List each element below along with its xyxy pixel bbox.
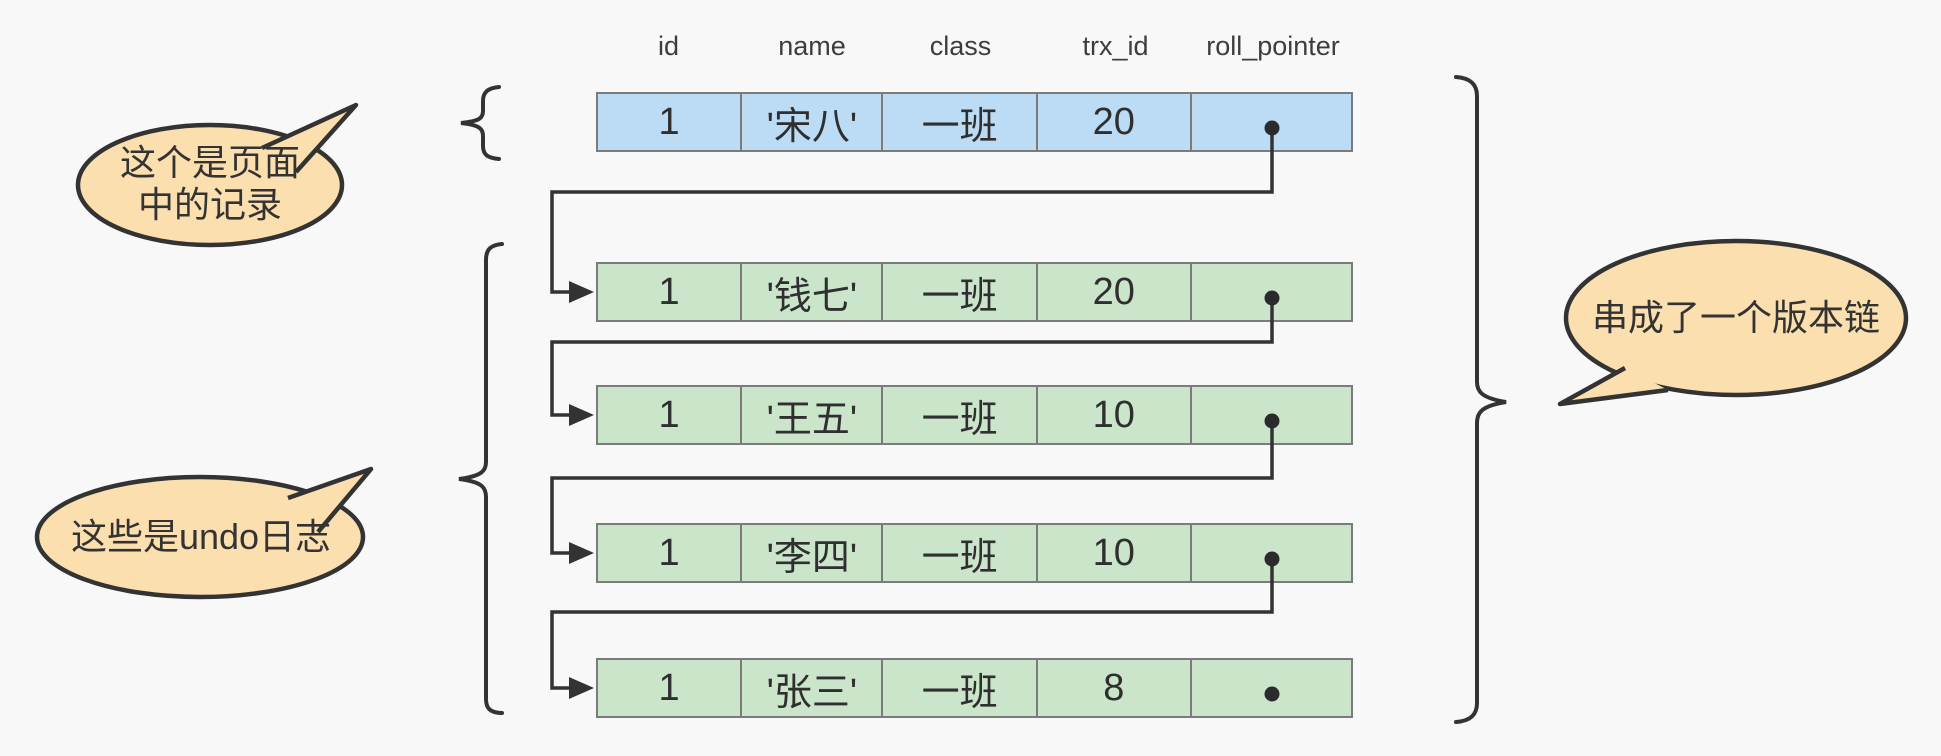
undo-logs-brace — [458, 242, 504, 715]
cell-roll-pointer — [1192, 387, 1351, 443]
cell-trx-id: 10 — [1038, 525, 1192, 581]
column-header-roll-pointer: roll_pointer — [1206, 31, 1340, 61]
arrowhead-icon — [569, 281, 594, 303]
column-header-name: name — [778, 31, 846, 61]
callout-undo-logs-text: 这些是undo日志 — [70, 516, 332, 557]
column-header-trx-id: trx_id — [1082, 31, 1149, 61]
cell-id: 1 — [598, 387, 743, 443]
cell-name: '宋八' — [742, 94, 884, 150]
undo-log-row-4: 1 '张三' 一班 8 — [596, 658, 1353, 718]
cell-name: '王五' — [742, 387, 884, 443]
column-header-class: class — [929, 31, 992, 61]
page-record-row: 1 '宋八' 一班 20 — [596, 92, 1353, 152]
arrowhead-icon — [569, 542, 594, 564]
callout-page-record-line1: 这个是页面 — [119, 142, 300, 183]
undo-log-row-1: 1 '钱七' 一班 20 — [596, 262, 1353, 322]
cell-trx-id: 20 — [1038, 94, 1192, 150]
cell-id: 1 — [598, 525, 743, 581]
cell-name: '钱七' — [742, 264, 884, 320]
cell-class: 一班 — [883, 94, 1038, 150]
arrowhead-icon — [569, 677, 594, 699]
arrowhead-icon — [569, 404, 594, 426]
cell-trx-id: 8 — [1038, 660, 1192, 716]
cell-id: 1 — [598, 264, 743, 320]
version-chain-brace — [1454, 75, 1507, 724]
callout-version-chain-text: 串成了一个版本链 — [1591, 297, 1880, 338]
cell-trx-id: 20 — [1038, 264, 1192, 320]
cell-name: '张三' — [742, 660, 884, 716]
cell-roll-pointer — [1192, 525, 1351, 581]
connector-arrowheads — [569, 281, 594, 699]
callout-page-record-text: 这个是页面 中的记录 — [78, 142, 342, 226]
cell-name: '李四' — [742, 525, 884, 581]
undo-log-row-2: 1 '王五' 一班 10 — [596, 385, 1353, 445]
cell-class: 一班 — [883, 660, 1038, 716]
cell-roll-pointer — [1192, 94, 1351, 150]
callout-version-chain-tail — [1557, 366, 1669, 407]
column-header-id: id — [657, 31, 679, 61]
cell-trx-id: 10 — [1038, 387, 1192, 443]
cell-id: 1 — [598, 94, 743, 150]
cell-id: 1 — [598, 660, 743, 716]
table-header: id name class trx_id roll_pointer — [596, 30, 1353, 62]
callout-page-record-line2: 中的记录 — [137, 184, 282, 225]
undo-log-row-3: 1 '李四' 一班 10 — [596, 523, 1353, 583]
cell-class: 一班 — [883, 525, 1038, 581]
cell-roll-pointer — [1192, 660, 1351, 716]
cell-class: 一班 — [883, 387, 1038, 443]
cell-roll-pointer — [1192, 264, 1351, 320]
cell-class: 一班 — [883, 264, 1038, 320]
page-record-brace — [460, 85, 501, 161]
